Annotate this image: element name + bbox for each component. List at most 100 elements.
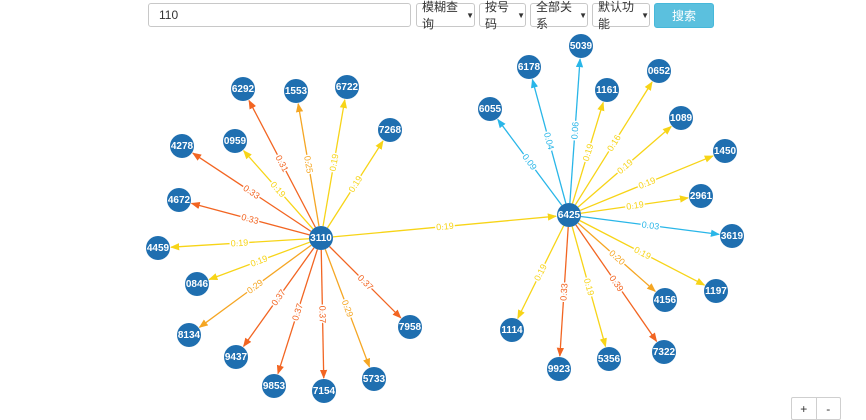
- graph-node[interactable]: 5356: [597, 347, 621, 371]
- match-mode-select[interactable]: 模糊查询▼: [416, 0, 475, 31]
- graph-node[interactable]: 6178: [517, 55, 541, 79]
- graph-node[interactable]: 0846: [185, 272, 209, 296]
- node-circle[interactable]: [720, 224, 744, 248]
- graph-node[interactable]: 1089: [669, 106, 693, 130]
- node-circle[interactable]: [704, 279, 728, 303]
- edge: 0.19: [571, 226, 607, 348]
- node-circle[interactable]: [595, 78, 619, 102]
- node-circle[interactable]: [167, 188, 191, 212]
- edge-line: [531, 78, 567, 204]
- edge-weight-label: 0.19: [626, 199, 645, 211]
- graph-node[interactable]: 4278: [170, 134, 194, 158]
- edge-weight-label: 0.19: [632, 245, 652, 262]
- node-circle[interactable]: [262, 374, 286, 398]
- graph-node[interactable]: 6425: [557, 203, 581, 227]
- node-circle[interactable]: [689, 184, 713, 208]
- node-circle[interactable]: [547, 357, 571, 381]
- graph-node[interactable]: 7154: [312, 379, 336, 403]
- node-circle[interactable]: [146, 236, 170, 260]
- graph-node[interactable]: 6055: [478, 97, 502, 121]
- node-label: 0959: [224, 136, 247, 147]
- graph-node[interactable]: 7322: [652, 340, 676, 364]
- graph-node[interactable]: 9923: [547, 357, 571, 381]
- graph-node[interactable]: 1450: [713, 139, 737, 163]
- graph-node[interactable]: 2961: [689, 184, 713, 208]
- edge-line: [198, 244, 312, 328]
- node-circle[interactable]: [597, 347, 621, 371]
- edge-line: [190, 201, 310, 236]
- node-circle[interactable]: [309, 226, 333, 250]
- edge-weight-label: 0.37: [290, 302, 305, 322]
- graph-node[interactable]: 6722: [335, 75, 359, 99]
- graph-node[interactable]: 0652: [647, 59, 671, 83]
- node-circle[interactable]: [223, 129, 247, 153]
- node-circle[interactable]: [478, 97, 502, 121]
- node-circle[interactable]: [652, 340, 676, 364]
- node-circle[interactable]: [653, 288, 677, 312]
- node-circle[interactable]: [557, 203, 581, 227]
- function-select[interactable]: 默认功能▼: [592, 0, 650, 31]
- relation-select[interactable]: 全部关系▼: [530, 0, 588, 31]
- node-label: 1553: [285, 86, 308, 97]
- graph-node[interactable]: 8134: [177, 323, 201, 347]
- graph-node[interactable]: 5039: [569, 34, 593, 58]
- graph-node[interactable]: 1161: [595, 78, 619, 102]
- toolbar: 模糊查询▼ 按号码▼ 全部关系▼ 默认功能▼ 搜索: [0, 0, 866, 32]
- node-circle[interactable]: [170, 134, 194, 158]
- zoom-out-button[interactable]: -: [815, 398, 841, 419]
- node-circle[interactable]: [500, 318, 524, 342]
- node-circle[interactable]: [335, 75, 359, 99]
- node-circle[interactable]: [224, 345, 248, 369]
- edge-line: [571, 226, 607, 348]
- graph-node[interactable]: 4459: [146, 236, 170, 260]
- graph-node[interactable]: 3619: [720, 224, 744, 248]
- graph-node[interactable]: 9437: [224, 345, 248, 369]
- node-label: 1114: [501, 325, 523, 336]
- graph-node[interactable]: 3110: [309, 226, 333, 250]
- node-circle[interactable]: [177, 323, 201, 347]
- graph-node[interactable]: 1553: [284, 79, 308, 103]
- edge-weight-label: 0.33: [558, 283, 569, 301]
- chevron-down-icon: ▼: [517, 10, 525, 20]
- zoom-controls: + -: [791, 397, 841, 420]
- node-circle[interactable]: [378, 118, 402, 142]
- edge-weight-label: 0.33: [240, 212, 260, 226]
- graph-node[interactable]: 1114: [500, 318, 524, 342]
- edge-weight-label: 0.19: [328, 153, 341, 172]
- node-circle[interactable]: [669, 106, 693, 130]
- edge-line: [329, 246, 402, 319]
- edge-weight-label: 0.19: [637, 175, 657, 191]
- node-label: 6425: [558, 210, 581, 221]
- node-circle[interactable]: [284, 79, 308, 103]
- graph-node[interactable]: 6292: [231, 77, 255, 101]
- zoom-in-button[interactable]: +: [800, 401, 808, 416]
- graph-node[interactable]: 4156: [653, 288, 677, 312]
- node-circle[interactable]: [517, 55, 541, 79]
- node-circle[interactable]: [231, 77, 255, 101]
- graph-node[interactable]: 9853: [262, 374, 286, 398]
- graph-node[interactable]: 5733: [362, 367, 386, 391]
- node-circle[interactable]: [398, 315, 422, 339]
- search-input[interactable]: [148, 3, 411, 27]
- edge: 0.19: [580, 195, 690, 214]
- node-circle[interactable]: [713, 139, 737, 163]
- node-label: 0846: [186, 279, 209, 290]
- edge-line: [326, 140, 384, 229]
- node-circle[interactable]: [185, 272, 209, 296]
- graph-node[interactable]: 0959: [223, 129, 247, 153]
- node-circle[interactable]: [362, 367, 386, 391]
- node-circle[interactable]: [647, 59, 671, 83]
- node-circle[interactable]: [569, 34, 593, 58]
- edge-weight-label: 0.06: [569, 121, 580, 139]
- node-circle[interactable]: [312, 379, 336, 403]
- graph-node[interactable]: 4672: [167, 188, 191, 212]
- graph-node[interactable]: 1197: [704, 279, 728, 303]
- search-button[interactable]: 搜索: [654, 3, 714, 28]
- graph-node[interactable]: 7958: [398, 315, 422, 339]
- graph-node[interactable]: 7268: [378, 118, 402, 142]
- edge-weight-label: 0.16: [605, 133, 623, 153]
- search-type-select[interactable]: 按号码▼: [479, 0, 526, 31]
- node-label: 7268: [379, 125, 402, 136]
